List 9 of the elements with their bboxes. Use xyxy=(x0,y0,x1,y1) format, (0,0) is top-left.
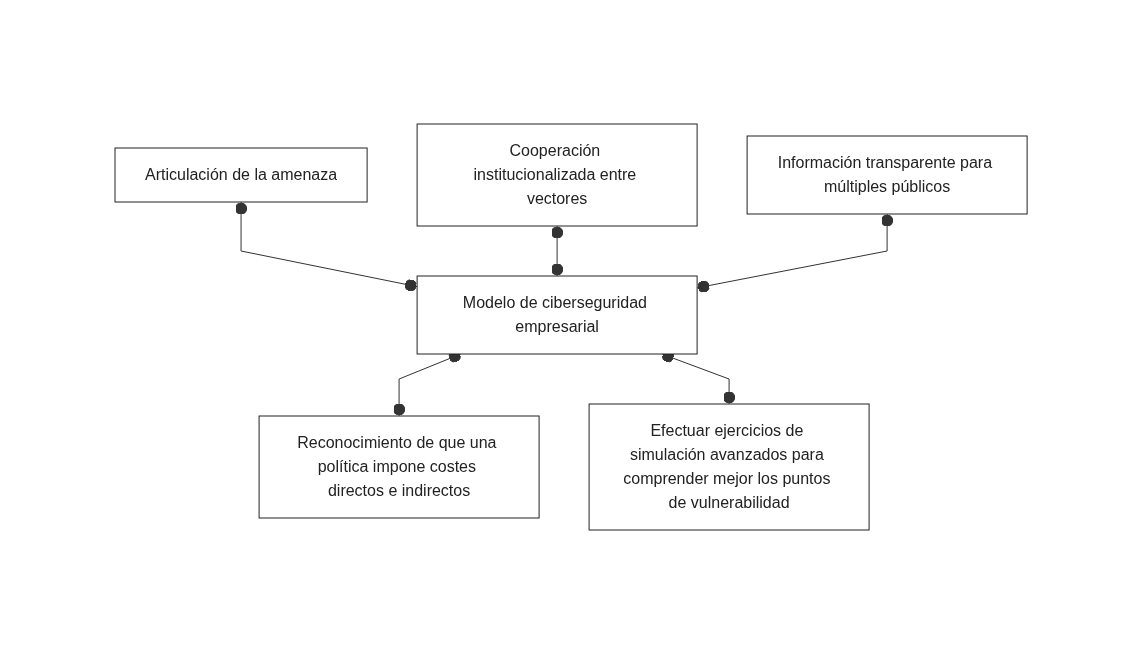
node-box: Modelo de ciberseguridad empresarial xyxy=(416,275,698,354)
connector xyxy=(234,201,418,291)
node-box: Articulación de la amenaza xyxy=(114,147,368,202)
connector xyxy=(696,213,894,293)
node-box: Reconocimiento de que una política impone costes directos e indirectos xyxy=(258,415,540,518)
node-box: Efectuar ejercicios de simulación avanzados para comprender mejor los puntos de vulnerabilidad xyxy=(588,403,870,530)
connector xyxy=(551,225,564,276)
node-box: Información transparente para múltiples públicos xyxy=(746,135,1028,214)
node-box: Cooperación institucionalizada entre vectores xyxy=(416,123,698,226)
